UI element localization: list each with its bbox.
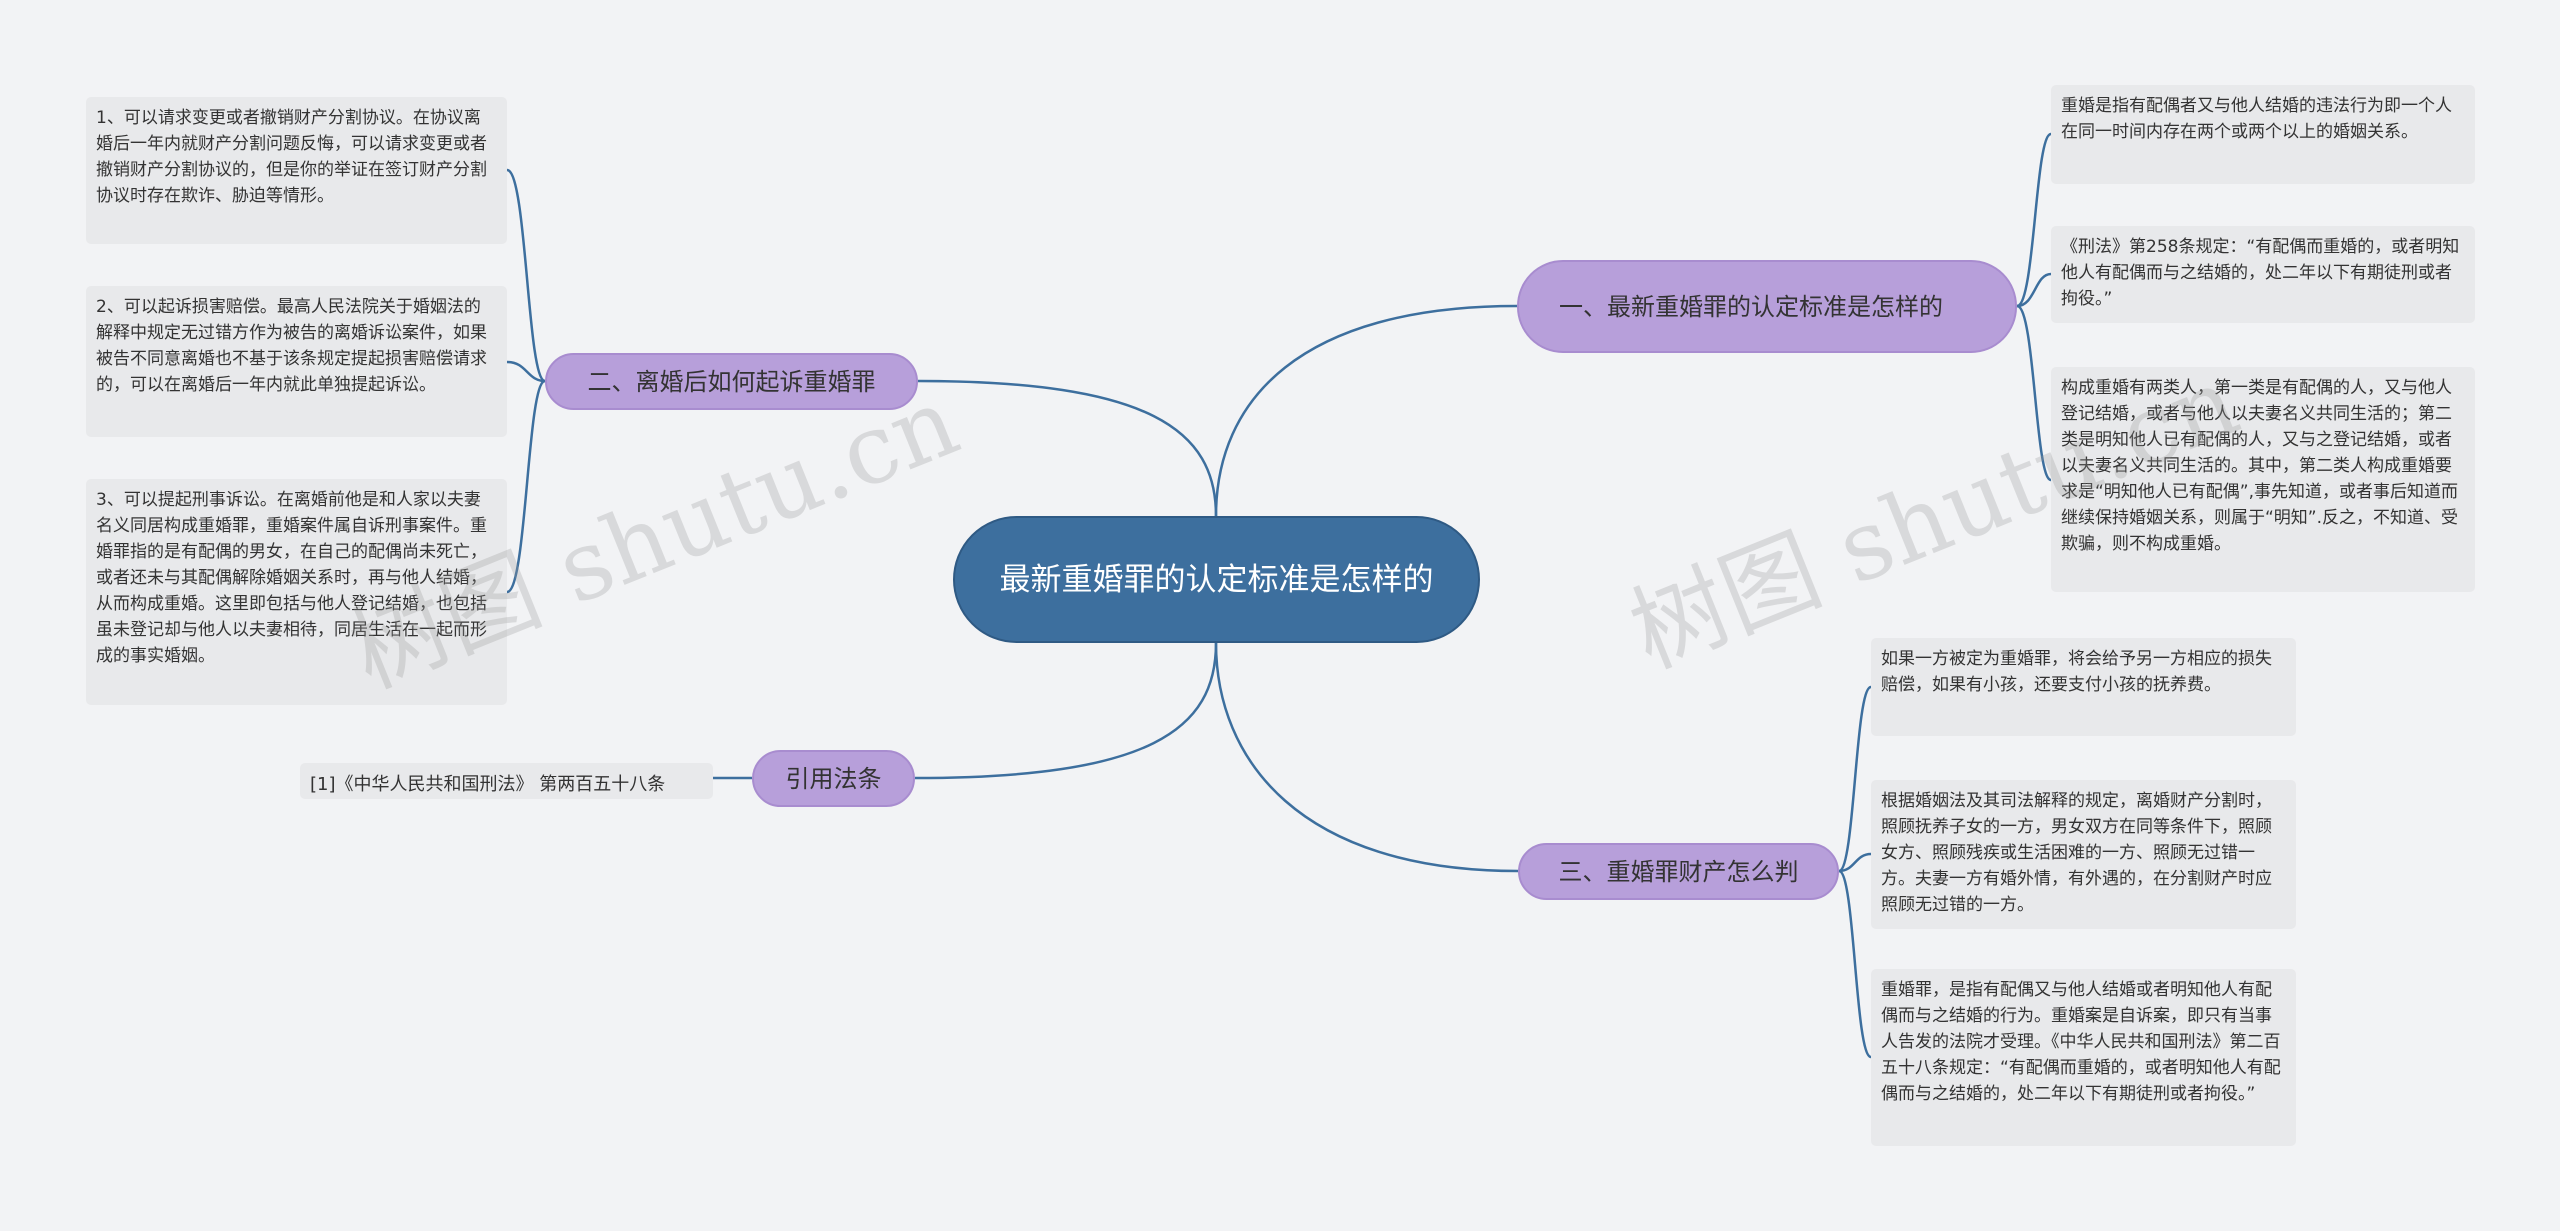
branch-label: 三、重婚罪财产怎么判 bbox=[1558, 857, 1799, 886]
branch-label: 一、最新重婚罪的认定标准是怎样的 bbox=[1559, 292, 1943, 321]
link-root-branch3 bbox=[914, 642, 1218, 780]
leaf-node[interactable]: 重婚是指有配偶者又与他人结婚的违法行为即一个人在同一时间内存在两个或两个以上的婚… bbox=[2051, 85, 2475, 184]
branch-node-property[interactable]: 三、重婚罪财产怎么判 bbox=[1518, 843, 1839, 900]
link-branch2-leaf2 bbox=[506, 360, 546, 383]
link-branch2-leaf3 bbox=[506, 379, 546, 594]
link-branch4-leaf3 bbox=[1837, 869, 1873, 1059]
leaf-node[interactable]: 重婚罪，是指有配偶又与他人结婚或者明知他人有配偶而与之结婚的行为。重婚案是自诉案… bbox=[1871, 969, 2296, 1146]
branch-label: 引用法条 bbox=[785, 764, 882, 793]
branch-node-how-to-sue[interactable]: 二、离婚后如何起诉重婚罪 bbox=[545, 353, 918, 410]
leaf-node[interactable]: 《刑法》第258条规定：“有配偶而重婚的，或者明知他人有配偶而与之结婚的，处二年… bbox=[2051, 226, 2475, 323]
branch-node-criteria[interactable]: 一、最新重婚罪的认定标准是怎样的 bbox=[1517, 260, 2017, 353]
link-branch1-leaf1 bbox=[2016, 132, 2052, 308]
link-branch4-leaf1 bbox=[1837, 685, 1873, 873]
root-title: 最新重婚罪的认定标准是怎样的 bbox=[999, 561, 1434, 598]
leaf-node[interactable]: 1、可以请求变更或者撤销财产分割协议。在协议离婚后一年内就财产分割问题反悔，可以… bbox=[86, 97, 507, 244]
link-branch4-leaf2 bbox=[1838, 852, 1872, 873]
leaf-node[interactable]: 3、可以提起刑事诉讼。在离婚前他是和人家以夫妻名义同居构成重婚罪，重婚案件属自诉… bbox=[86, 479, 507, 705]
branch-label: 二、离婚后如何起诉重婚罪 bbox=[587, 367, 876, 396]
link-branch1-leaf3 bbox=[2016, 304, 2052, 482]
leaf-node[interactable]: 2、可以起诉损害赔偿。最高人民法院关于婚姻法的解释中规定无过错方作为被告的离婚诉… bbox=[86, 286, 507, 437]
link-root-branch4 bbox=[1214, 642, 1519, 873]
leaf-node[interactable]: 如果一方被定为重婚罪，将会给予另一方相应的损失赔偿，如果有小孩，还要支付小孩的抚… bbox=[1871, 638, 2296, 736]
leaf-node[interactable]: 构成重婚有两类人，第一类是有配偶的人，又与他人登记结婚，或者与他人以夫妻名义共同… bbox=[2051, 367, 2475, 592]
leaf-node-citation[interactable]: [1]《中华人民共和国刑法》 第两百五十八条 bbox=[300, 763, 713, 799]
leaf-node[interactable]: 根据婚姻法及其司法解释的规定，离婚财产分割时，照顾抚养子女的一方，男女双方在同等… bbox=[1871, 780, 2296, 929]
link-branch1-leaf2 bbox=[2016, 272, 2052, 308]
link-root-branch1 bbox=[1214, 304, 1518, 517]
branch-node-cited-law[interactable]: 引用法条 bbox=[752, 750, 915, 807]
link-branch2-leaf1 bbox=[506, 168, 546, 383]
root-node[interactable]: 最新重婚罪的认定标准是怎样的 bbox=[953, 516, 1480, 643]
link-root-branch2 bbox=[917, 379, 1218, 517]
